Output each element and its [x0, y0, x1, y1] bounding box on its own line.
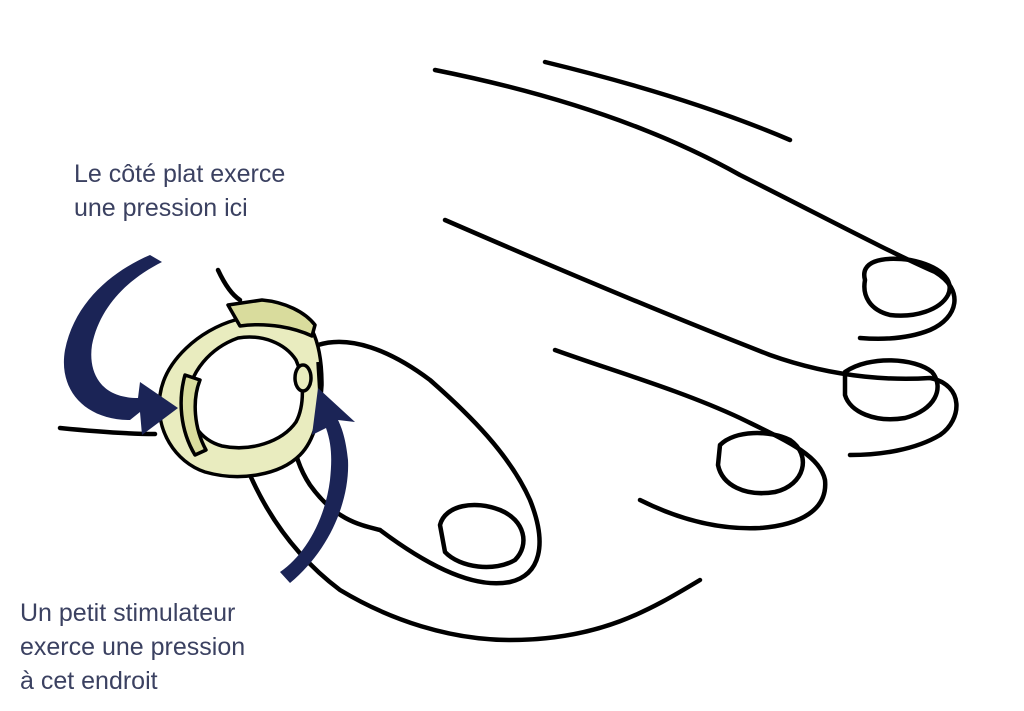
- stimulator-bump: [293, 363, 313, 393]
- arrow-flat-side-icon: [63, 255, 178, 435]
- hand-edge: [57, 267, 703, 643]
- label-stimulator-line-3: à cet endroit: [20, 667, 158, 695]
- fingernail-second: [842, 358, 940, 422]
- label-stimulator: Un petit stimulateur exerce une pression…: [20, 596, 245, 698]
- fingernail-top: [862, 256, 952, 318]
- finger-pinky: [289, 339, 542, 586]
- arrow-stimulator-icon: [280, 388, 355, 583]
- label-flat-side-line-1: Le côté plat exerce: [74, 160, 286, 188]
- label-flat-side: Le côté plat exerce une pression ici: [74, 157, 285, 225]
- ring: [157, 298, 324, 479]
- finger-third: [552, 347, 828, 531]
- finger-top: [432, 59, 957, 341]
- label-stimulator-line-2: exerce une pression: [20, 633, 246, 661]
- finger-second: [442, 217, 959, 458]
- label-flat-side-line-2: une pression ici: [74, 194, 248, 222]
- fingernail-third: [715, 430, 806, 496]
- fingernail-pinky: [437, 502, 526, 570]
- label-stimulator-line-1: Un petit stimulateur: [20, 599, 236, 627]
